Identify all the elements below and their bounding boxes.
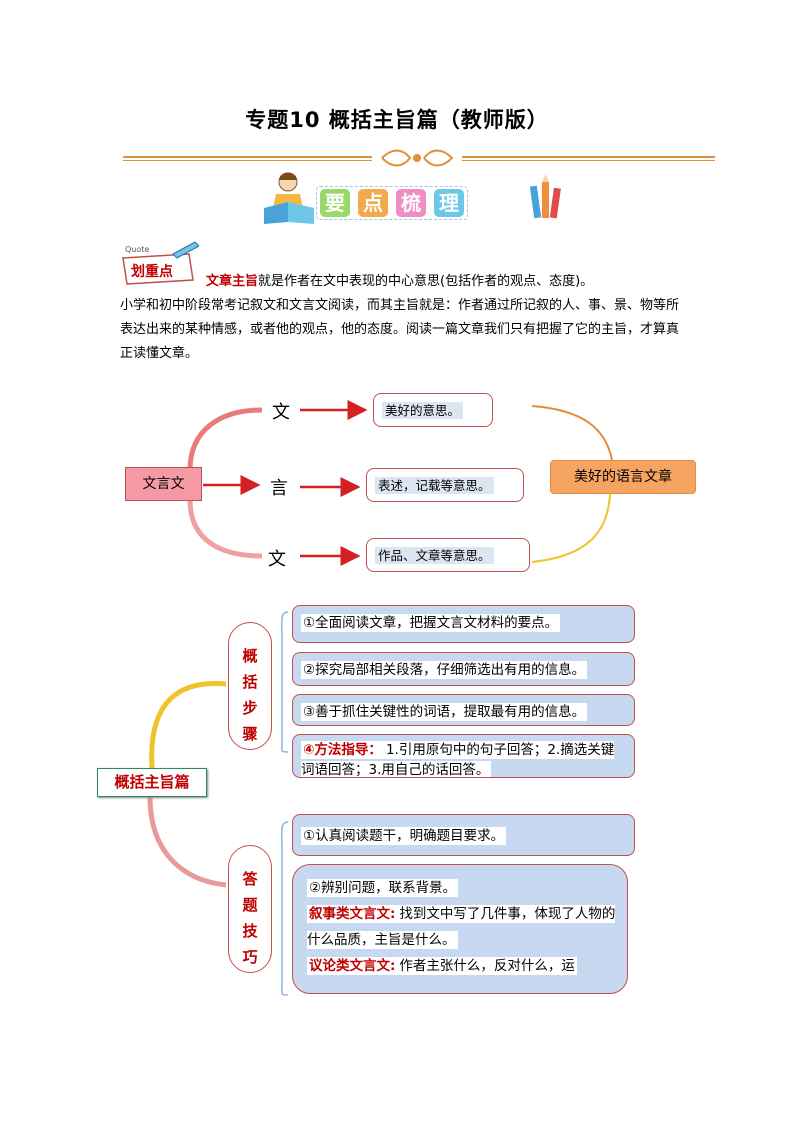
meaning-box-2: 表述，记载等意思。 <box>366 468 524 502</box>
classical-chinese-root: 文言文 <box>125 467 202 501</box>
banner-char-4: 理 <box>434 189 464 217</box>
step-2: ②探究局部相关段落，仔细筛选出有用的信息。 <box>292 652 635 686</box>
meaning-3: 作品、文章等意思。 <box>375 547 494 564</box>
argument-head: 议论类文言文: <box>307 957 398 975</box>
step-4-head: ④方法指导： <box>301 741 384 759</box>
banner-char-2: 点 <box>358 189 388 217</box>
tip-2-text: ②辨别问题，联系背景。 <box>307 879 459 897</box>
step-4: ④方法指导：1.引用原句中的句子回答；2.摘选关键词语回答；3.用自己的话回答。 <box>292 734 635 778</box>
banner-frame <box>316 186 468 220</box>
char-yan: 言 <box>270 478 288 499</box>
pencils-icon <box>529 174 561 219</box>
char-wen-1: 文 <box>272 402 290 423</box>
badge-small-text: Quote <box>125 245 149 254</box>
result-box: 美好的语言文章 <box>550 460 696 494</box>
intro-line-1: 文章主旨就是作者在文中表现的中心意思(包括作者的观点、态度)。 <box>120 270 680 294</box>
intro-term: 文章主旨 <box>206 274 259 289</box>
curve-bottom <box>187 499 263 559</box>
highlight-badge-icon: Quote 划重点 <box>122 241 199 285</box>
brace-1 <box>281 611 289 753</box>
step-2-text: ②探究局部相关段落，仔细筛选出有用的信息。 <box>301 661 588 679</box>
char-wen-2: 文 <box>268 549 286 570</box>
tip-1: ①认真阅读题干，明确题目要求。 <box>292 814 635 856</box>
step-3: ③善于抓住关键性的词语，提取最有用的信息。 <box>292 694 635 726</box>
banner-char-1: 要 <box>320 189 350 217</box>
meaning-box-3: 作品、文章等意思。 <box>366 538 530 572</box>
branch-label-steps: 概括步骤 <box>228 622 272 750</box>
meaning-box-1: 美好的意思。 <box>373 393 493 427</box>
tip-2: ②辨别问题，联系背景。 叙事类文言文:找到文中写了几件事，体现了人物的什么品质，… <box>292 864 628 994</box>
step-3-text: ③善于抓住关键性的词语，提取最有用的信息。 <box>301 703 588 721</box>
step-1: ①全面阅读文章，把握文言文材料的要点。 <box>292 605 635 643</box>
ornament-icon <box>372 148 462 168</box>
narrative-head: 叙事类文言文: <box>307 905 398 923</box>
banner-char-3: 梳 <box>396 189 426 217</box>
meaning-2: 表述，记载等意思。 <box>375 477 494 494</box>
summary-root: 概括主旨篇 <box>97 768 207 797</box>
branch-top <box>149 681 227 769</box>
tips-label: 答题技巧 <box>242 870 258 966</box>
step-1-text: ①全面阅读文章，把握文言文材料的要点。 <box>301 614 561 632</box>
curve-right-bottom <box>531 493 611 563</box>
reading-girl-icon <box>264 172 314 224</box>
argument-body: 作者主张什么，反对什么，运 <box>397 957 577 975</box>
brace-2 <box>281 821 289 996</box>
intro-body: 小学和初中阶段常考记叙文和文言文阅读，而其主旨就是：作者通过所记叙的人、事、景、… <box>120 298 680 361</box>
tip-1-text: ①认真阅读题干，明确题目要求。 <box>301 827 507 845</box>
curve-right-top <box>531 405 613 461</box>
branch-bottom <box>147 796 227 888</box>
intro-line1-rest: 就是作者在文中表现的中心意思(包括作者的观点、态度)。 <box>258 274 594 289</box>
page-title: 专题10 概括主旨篇（教师版） <box>245 108 549 132</box>
steps-label: 概括步骤 <box>242 647 258 743</box>
badge-label: 划重点 <box>131 263 173 280</box>
branch-label-tips: 答题技巧 <box>228 845 272 973</box>
curve-top <box>187 407 263 471</box>
meaning-1: 美好的意思。 <box>382 402 464 419</box>
